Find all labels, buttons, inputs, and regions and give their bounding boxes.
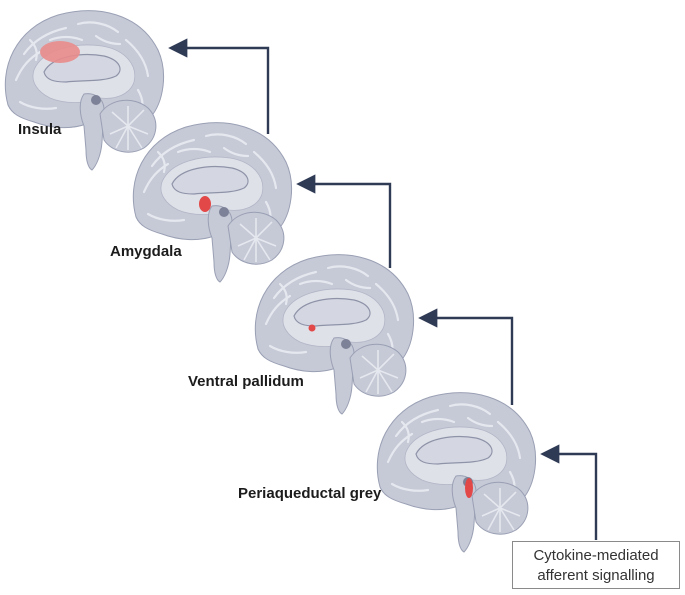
arrow-signal-to-pag xyxy=(540,444,598,540)
brain-periaqueductal-grey xyxy=(376,391,537,554)
cytokine-signalling-box: Cytokine-mediated afferent signalling xyxy=(512,541,680,589)
periaqueductal-grey-label: Periaqueductal grey xyxy=(238,485,382,502)
source-line-1: Cytokine-mediated xyxy=(533,547,659,564)
arrow-pag-to-vp xyxy=(418,308,514,405)
amygdala-highlight xyxy=(199,196,211,212)
arrow-amygdala-to-insula xyxy=(168,38,270,134)
brain-amygdala xyxy=(132,121,293,284)
brain-ventral-pallidum xyxy=(254,253,415,416)
insula-highlight xyxy=(40,41,80,63)
ventral-pallidum-label: Ventral pallidum xyxy=(188,373,304,390)
pag-highlight xyxy=(465,478,473,498)
insula-label: Insula xyxy=(18,121,62,138)
source-line-2: afferent signalling xyxy=(537,567,655,584)
brain-insula xyxy=(4,9,165,172)
ventral-pallidum-highlight xyxy=(308,324,316,332)
amygdala-label: Amygdala xyxy=(110,243,182,260)
arrow-vp-to-amygdala xyxy=(296,174,392,268)
